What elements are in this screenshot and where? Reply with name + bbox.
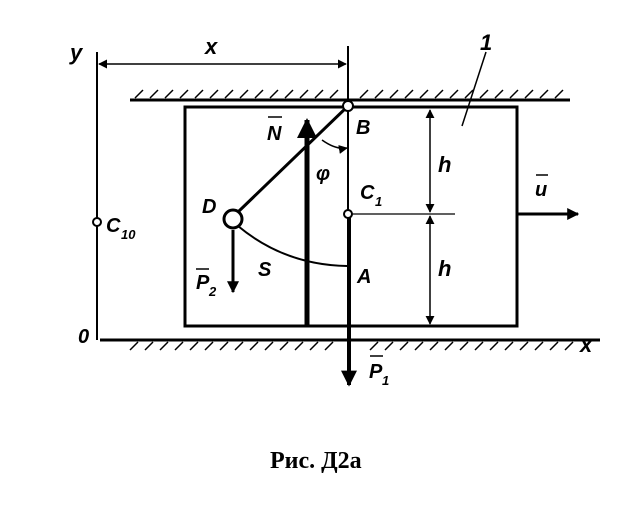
part-1-leader	[461, 51, 487, 127]
label-P1: P	[369, 361, 383, 383]
label-origin: 0	[78, 326, 89, 348]
phi-arc	[321, 139, 348, 154]
label-x-dim: x	[204, 34, 218, 59]
label-A: A	[356, 266, 371, 288]
label-u: u	[535, 179, 547, 201]
label-P1-sub: 1	[382, 373, 389, 388]
top-rail	[130, 89, 570, 102]
hinge-B	[342, 100, 354, 112]
label-C10-sub: 10	[121, 227, 136, 242]
figure-caption: Рис. Д2а	[270, 448, 362, 474]
label-C10: C	[106, 215, 121, 237]
rod-BD	[236, 104, 350, 214]
label-x-axis: x	[579, 332, 593, 357]
label-y: y	[69, 40, 84, 65]
label-P2: P	[196, 272, 210, 294]
ball-D	[222, 208, 244, 230]
label-C1: C	[360, 182, 375, 204]
label-phi: φ	[316, 163, 330, 185]
label-h-bottom: h	[438, 256, 451, 281]
label-S: S	[258, 259, 272, 281]
label-P2-sub: 2	[208, 284, 217, 299]
label-C1-sub: 1	[375, 194, 382, 209]
label-D: D	[202, 196, 216, 218]
point-C1	[343, 209, 353, 219]
label-B: B	[356, 117, 370, 139]
label-part-1: 1	[480, 30, 492, 55]
point-C10	[92, 217, 102, 227]
arc-S	[237, 225, 348, 267]
label-N: N	[267, 123, 282, 145]
label-h-top: h	[438, 152, 451, 177]
